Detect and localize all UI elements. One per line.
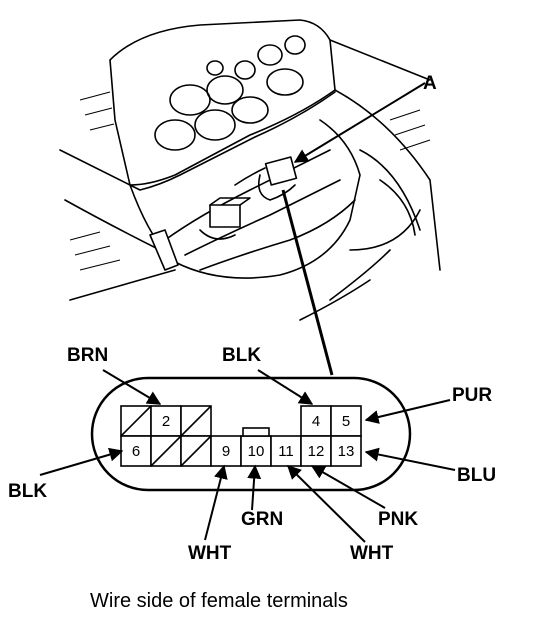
blk-left-arrow <box>39 447 124 476</box>
wire-label-blu: BLU <box>457 465 497 486</box>
wire-label-pur: PUR <box>452 385 493 406</box>
connector-lead-line <box>281 189 334 376</box>
illustration-hatching <box>69 91 431 271</box>
callout-a-label: A <box>423 73 437 94</box>
pur-arrow <box>364 399 451 424</box>
door-panel-illustration <box>59 19 441 321</box>
terminal-9: 9 <box>222 443 230 460</box>
wht-11-arrow <box>287 465 366 543</box>
connector-grid <box>120 405 362 467</box>
wire-label-grn: GRN <box>241 509 284 530</box>
wire-label-wht-11: WHT <box>350 543 394 564</box>
grn-arrow <box>247 464 262 511</box>
terminal-10: 10 <box>248 443 265 460</box>
terminal-2: 2 <box>162 413 170 430</box>
wht-9-arrow <box>204 464 228 541</box>
wire-label-blk-left: BLK <box>8 481 48 502</box>
unused-cavity-marks <box>120 405 212 467</box>
wire-label-wht-9: WHT <box>188 543 232 564</box>
blu-arrow <box>364 447 456 471</box>
wire-label-brn: BRN <box>67 345 109 366</box>
blk-top-arrow <box>257 369 314 405</box>
terminal-5: 5 <box>342 413 350 430</box>
terminal-6: 6 <box>132 443 140 460</box>
brn-arrow <box>102 369 162 405</box>
terminal-11: 11 <box>278 443 294 460</box>
terminal-4: 4 <box>312 413 320 430</box>
wire-label-blk-top: BLK <box>222 345 262 366</box>
wire-label-pnk: PNK <box>378 509 419 530</box>
pnk-arrow <box>310 465 386 509</box>
terminal-13: 13 <box>338 443 355 460</box>
callout-a-arrow <box>293 82 426 163</box>
terminal-12: 12 <box>308 443 325 460</box>
caption: Wire side of female terminals <box>90 590 348 612</box>
